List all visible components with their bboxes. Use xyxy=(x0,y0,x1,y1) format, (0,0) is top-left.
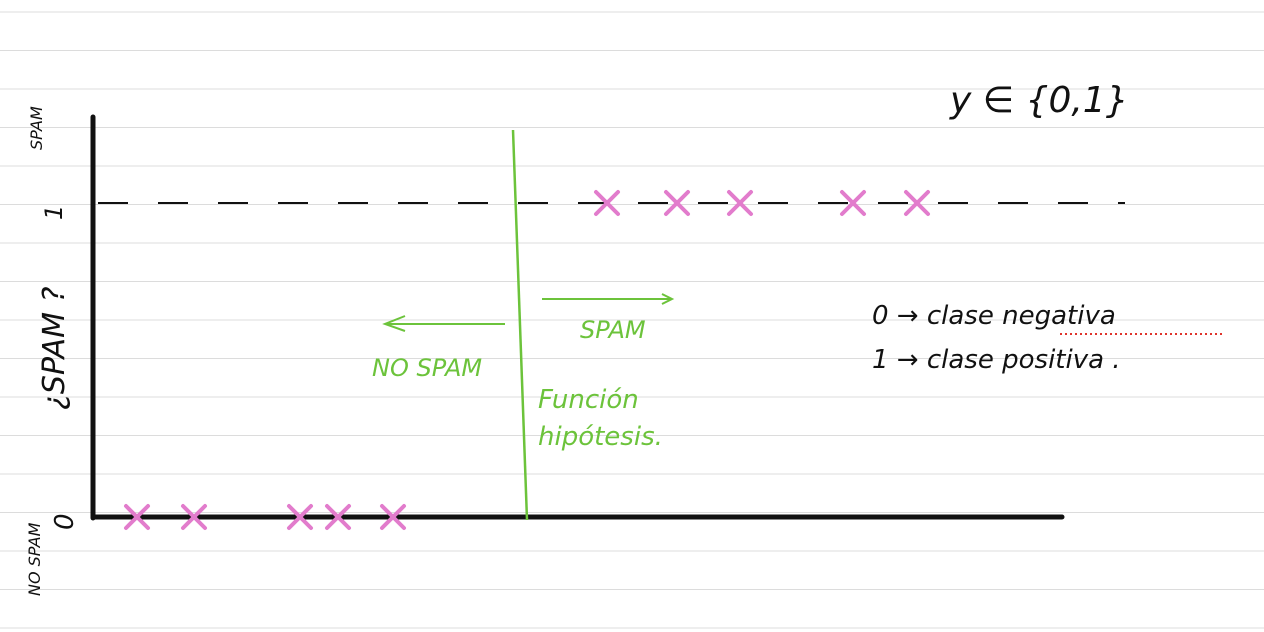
point-y0 xyxy=(124,504,150,530)
point-y1 xyxy=(664,190,690,216)
hypothesis-line1: Función xyxy=(538,385,639,415)
arrow-spam xyxy=(542,293,675,305)
legend-positive: 1 → clase positiva . xyxy=(872,345,1121,375)
point-y1 xyxy=(727,190,753,216)
arrow-no-spam xyxy=(382,315,505,332)
no-spam-left-label: NO SPAM xyxy=(25,522,44,596)
decision-boundary-line xyxy=(511,129,529,521)
y-set-label: y ∈ {0,1} xyxy=(949,80,1129,121)
data-points xyxy=(124,190,930,530)
point-y1 xyxy=(904,190,930,216)
point-y1 xyxy=(594,190,620,216)
point-y0 xyxy=(380,504,406,530)
point-y0 xyxy=(287,504,313,530)
spam-question-label: ¿SPAM ? xyxy=(37,286,72,410)
point-y0 xyxy=(181,504,207,530)
spam-center-label: SPAM xyxy=(580,316,646,344)
spam-top-label: SPAM xyxy=(27,106,46,150)
axes xyxy=(90,114,1065,521)
point-y1 xyxy=(840,190,866,216)
hypothesis-line2: hipótesis. xyxy=(538,422,663,452)
legend-negative: 0 → clase negativa xyxy=(872,301,1116,331)
point-y0 xyxy=(325,504,351,530)
y-tick-0-label: 0 xyxy=(50,513,80,530)
ruled-lines xyxy=(0,11,1264,629)
no-spam-center-label: NO SPAM xyxy=(372,354,482,382)
y-tick-1-label: 1 xyxy=(40,205,68,220)
